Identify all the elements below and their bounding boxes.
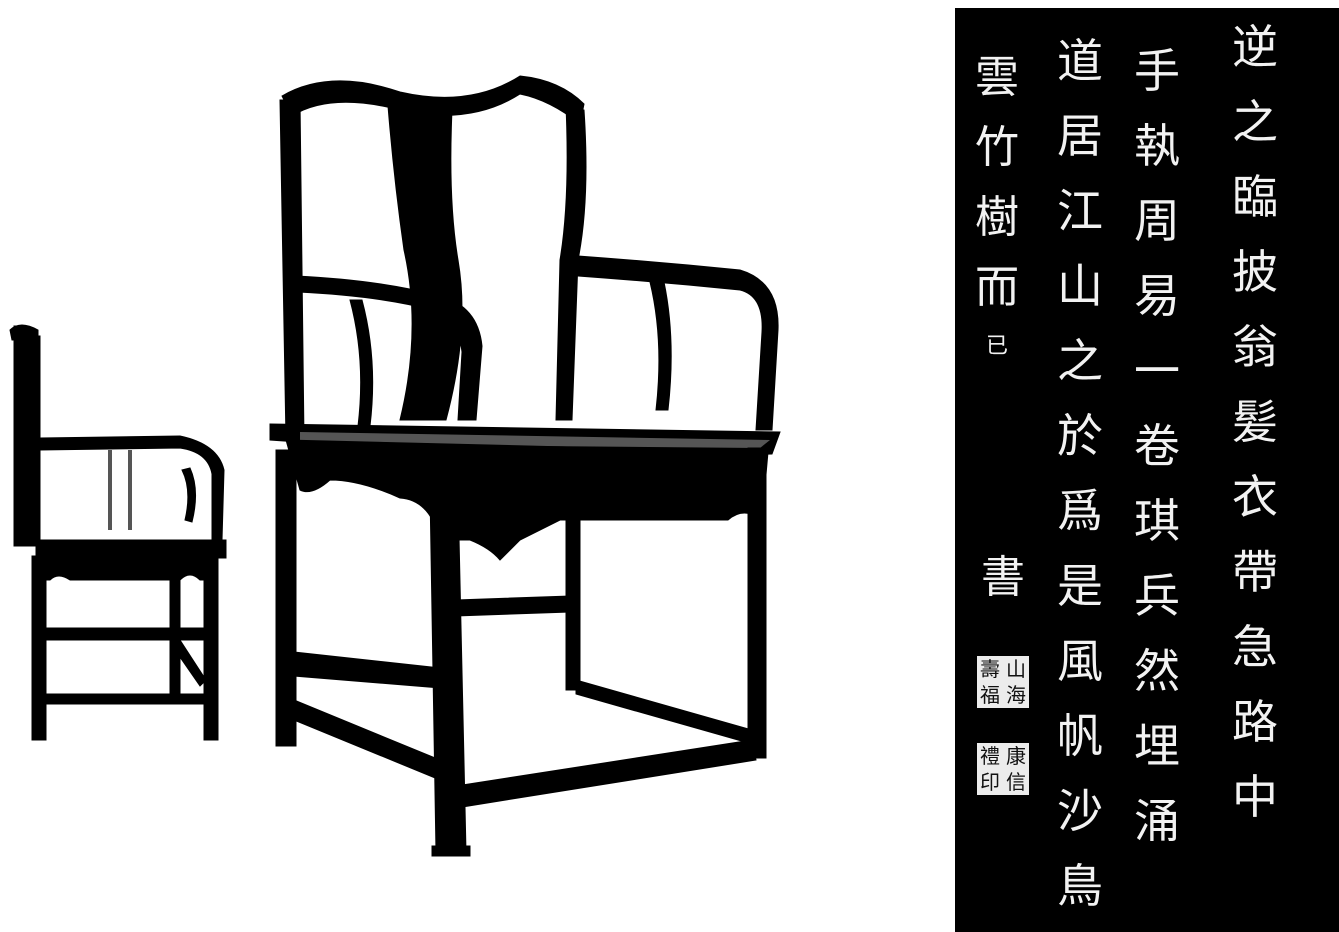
callig-char: 周 — [1134, 194, 1180, 248]
callig-char: 路 — [1232, 695, 1278, 749]
callig-char: 沙 — [1057, 784, 1103, 838]
callig-char: 埋 — [1134, 719, 1180, 773]
signature-char: 書 — [981, 552, 1025, 603]
callig-char: 而 — [975, 262, 1019, 313]
callig-char: 是 — [1057, 559, 1103, 613]
callig-char: 髪 — [1232, 395, 1278, 449]
callig-char: 一 — [1134, 344, 1180, 398]
seal-stamp-icon: 壽 山 福 海 — [977, 656, 1029, 708]
seal-char: 福 — [980, 683, 1000, 707]
callig-char: 之 — [1232, 95, 1278, 149]
callig-char: 已 — [985, 334, 1008, 359]
callig-char: 翁 — [1232, 320, 1278, 374]
callig-char: 卷 — [1134, 419, 1180, 473]
callig-char: 執 — [1134, 119, 1180, 173]
callig-char: 樹 — [975, 192, 1019, 243]
calligraphy-column-3: 道 居 江 山 之 於 爲 是 風 帆 沙 鳥 — [1050, 38, 1110, 932]
callig-char: 鳥 — [1057, 859, 1103, 913]
calligraphy-column-1: 逆 之 臨 披 翁 髪 衣 帶 急 路 中 — [1225, 24, 1285, 849]
callig-char: 於 — [1057, 409, 1103, 463]
small-armchair-icon — [9, 324, 227, 741]
callig-char: 涌 — [1134, 794, 1180, 848]
callig-char: 山 — [1057, 259, 1103, 313]
callig-char: 臨 — [1232, 170, 1278, 224]
callig-char: 急 — [1232, 620, 1278, 674]
callig-char: 然 — [1134, 644, 1180, 698]
seal-char: 印 — [980, 770, 1000, 794]
seal-char: 信 — [1006, 770, 1026, 794]
callig-char: 兵 — [1134, 569, 1180, 623]
callig-char: 逆 — [1232, 20, 1278, 74]
callig-char: 琪 — [1134, 494, 1180, 548]
seal-char: 康 — [1006, 744, 1026, 768]
callig-char: 之 — [1057, 334, 1103, 388]
callig-char: 帶 — [1232, 545, 1278, 599]
callig-char: 披 — [1232, 245, 1278, 299]
seal-char: 禮 — [980, 744, 1000, 768]
callig-char: 道 — [1057, 34, 1103, 88]
callig-char: 易 — [1134, 269, 1180, 323]
callig-char: 衣 — [1232, 470, 1278, 524]
seal-char: 壽 — [980, 657, 1000, 681]
callig-char: 江 — [1057, 184, 1103, 238]
callig-char: 居 — [1057, 109, 1103, 163]
callig-char: 中 — [1232, 770, 1278, 824]
large-armchair-icon — [269, 75, 781, 857]
callig-char: 爲 — [1057, 484, 1103, 538]
seal-stamp-icon: 禮 康 印 信 — [977, 743, 1029, 795]
seal-char: 山 — [1006, 657, 1026, 681]
callig-char: 帆 — [1057, 709, 1103, 763]
callig-char: 雲 — [975, 52, 1019, 103]
calligraphy-column-4: 雲 竹 樹 而 已 — [967, 56, 1027, 376]
callig-char: 風 — [1057, 634, 1103, 688]
calligraphy-column-2: 手 執 周 易 一 卷 琪 兵 然 埋 涌 — [1127, 48, 1187, 873]
seal-char: 海 — [1006, 683, 1026, 707]
callig-char: 竹 — [975, 122, 1019, 173]
calligraphy-panel: 逆 之 臨 披 翁 髪 衣 帶 急 路 中 手 執 周 易 一 卷 琪 兵 然 … — [955, 8, 1339, 932]
callig-char: 手 — [1134, 44, 1180, 98]
